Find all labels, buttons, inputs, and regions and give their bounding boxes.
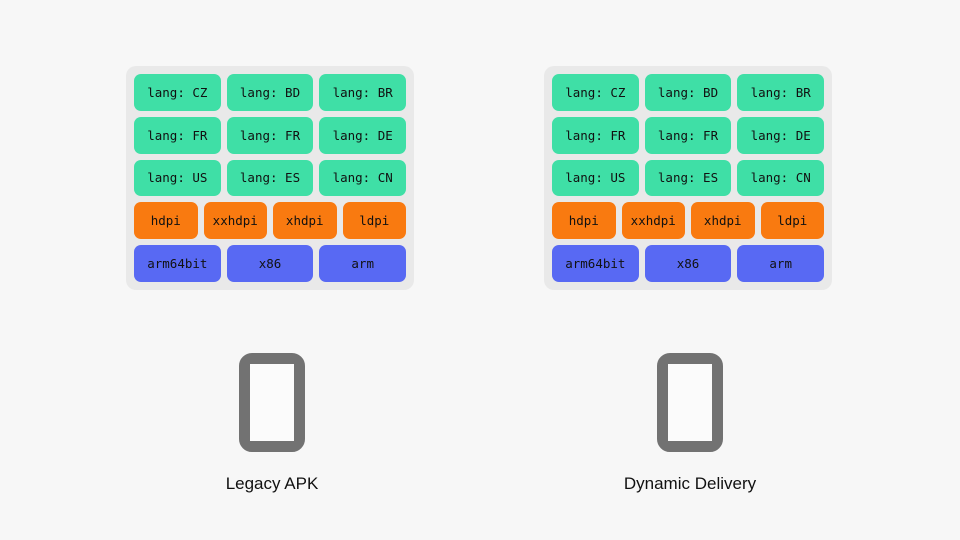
smartphone-icon (239, 353, 305, 452)
density-chip: hdpi (552, 202, 616, 240)
lang-chip: lang: ES (644, 159, 732, 197)
density-chip: xhdpi (273, 202, 337, 240)
lang-chip: lang: CN (737, 159, 825, 197)
dynamic-delivery-bundle-panel: lang: CZ lang: BD lang: BR lang: FR lang… (544, 66, 832, 290)
lang-chip: lang: CN (319, 159, 407, 197)
abi-chip-row: arm64bit x86 arm (552, 245, 825, 282)
lang-chip: lang: ES (226, 159, 314, 197)
lang-chip-row: lang: US lang: ES lang: CN (552, 159, 825, 197)
lang-chip: lang: US (552, 159, 639, 197)
density-chip-row: hdpi xxhdpi xhdpi ldpi (552, 202, 824, 240)
lang-chip: lang: FR (134, 116, 221, 154)
abi-chip-row: arm64bit x86 arm (134, 245, 407, 282)
lang-chip-row: lang: CZ lang: BD lang: BR (552, 74, 825, 111)
lang-chip: lang: FR (226, 116, 314, 154)
density-chip: hdpi (134, 202, 198, 240)
abi-chip: arm64bit (134, 245, 221, 282)
abi-chip: arm64bit (552, 245, 639, 282)
abi-chip: x86 (226, 245, 314, 282)
dynamic-delivery-label: Dynamic Delivery (623, 474, 757, 493)
density-chip-row: hdpi xxhdpi xhdpi ldpi (134, 202, 406, 240)
density-chip: xhdpi (691, 202, 755, 240)
lang-chip: lang: DE (737, 116, 825, 154)
legacy-apk-label: Legacy APK (225, 474, 319, 493)
abi-chip: x86 (644, 245, 732, 282)
lang-chip: lang: FR (552, 116, 639, 154)
lang-chip: lang: US (134, 159, 221, 197)
lang-chip: lang: BR (319, 74, 407, 111)
lang-chip-row: lang: US lang: ES lang: CN (134, 159, 407, 197)
abi-chip: arm (737, 245, 825, 282)
abi-chip: arm (319, 245, 407, 282)
lang-chip: lang: CZ (552, 74, 639, 111)
lang-chip: lang: BD (226, 74, 314, 111)
lang-chip-row: lang: CZ lang: BD lang: BR (134, 74, 407, 111)
smartphone-icon (657, 353, 723, 452)
density-chip: xxhdpi (203, 202, 267, 240)
density-chip: ldpi (760, 202, 824, 240)
lang-chip: lang: DE (319, 116, 407, 154)
lang-chip: lang: FR (644, 116, 732, 154)
lang-chip-row: lang: FR lang: FR lang: DE (552, 116, 825, 154)
lang-chip: lang: BR (737, 74, 825, 111)
legacy-apk-device: Legacy APK (192, 353, 352, 494)
legacy-apk-bundle-panel: lang: CZ lang: BD lang: BR lang: FR lang… (126, 66, 414, 290)
phone-screen (668, 364, 712, 441)
lang-chip: lang: CZ (134, 74, 221, 111)
dynamic-delivery-device: Dynamic Delivery (610, 353, 770, 494)
lang-chip-row: lang: FR lang: FR lang: DE (134, 116, 407, 154)
density-chip: xxhdpi (621, 202, 685, 240)
phone-screen (250, 364, 294, 441)
lang-chip: lang: BD (644, 74, 732, 111)
density-chip: ldpi (342, 202, 406, 240)
